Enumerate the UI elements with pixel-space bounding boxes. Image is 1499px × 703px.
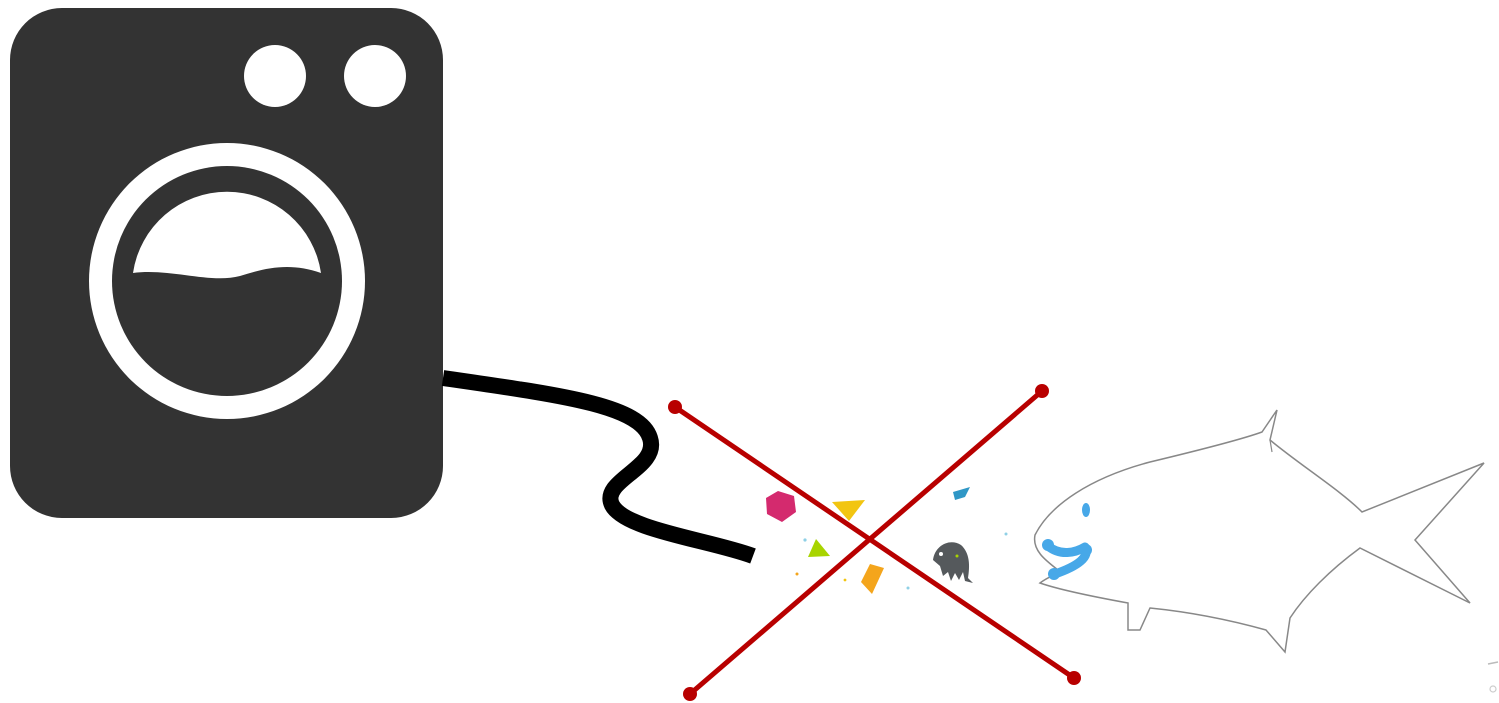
particle-dot: [796, 573, 799, 576]
plankton-body: [933, 542, 973, 583]
particle-magenta: [766, 491, 796, 522]
particle-dot: [907, 587, 910, 590]
drain-hose-line: [443, 378, 753, 556]
corner-mark: [1488, 662, 1498, 664]
fish-eye: [1082, 503, 1090, 517]
particle-blue: [953, 487, 970, 500]
machine-knob-left: [244, 45, 306, 107]
fish-mouth-dot: [1048, 568, 1060, 580]
fish-outline-icon: [1035, 410, 1484, 652]
machine-knob-right: [344, 45, 406, 107]
particle-dot: [1005, 533, 1008, 536]
zooplankton-icon: [933, 542, 973, 583]
plankton-eye: [939, 552, 943, 556]
particle-orange: [861, 564, 884, 594]
cross-endpoint: [1067, 671, 1081, 685]
fish-mouth-dot: [1080, 544, 1092, 556]
particle-dot: [803, 538, 806, 541]
plankton-spot: [956, 555, 959, 558]
particle-dot: [844, 579, 847, 582]
particle-green: [808, 539, 830, 557]
cross-endpoint: [1035, 384, 1049, 398]
particles-icon: [766, 487, 1008, 594]
washing-machine-icon: [10, 8, 443, 518]
corner-dot: [1490, 686, 1496, 692]
cross-line-2: [690, 391, 1042, 694]
fish-mouth-dot: [1042, 539, 1054, 551]
cross-endpoint: [668, 400, 682, 414]
fish-body: [1035, 410, 1484, 652]
cross-endpoint: [683, 687, 697, 701]
